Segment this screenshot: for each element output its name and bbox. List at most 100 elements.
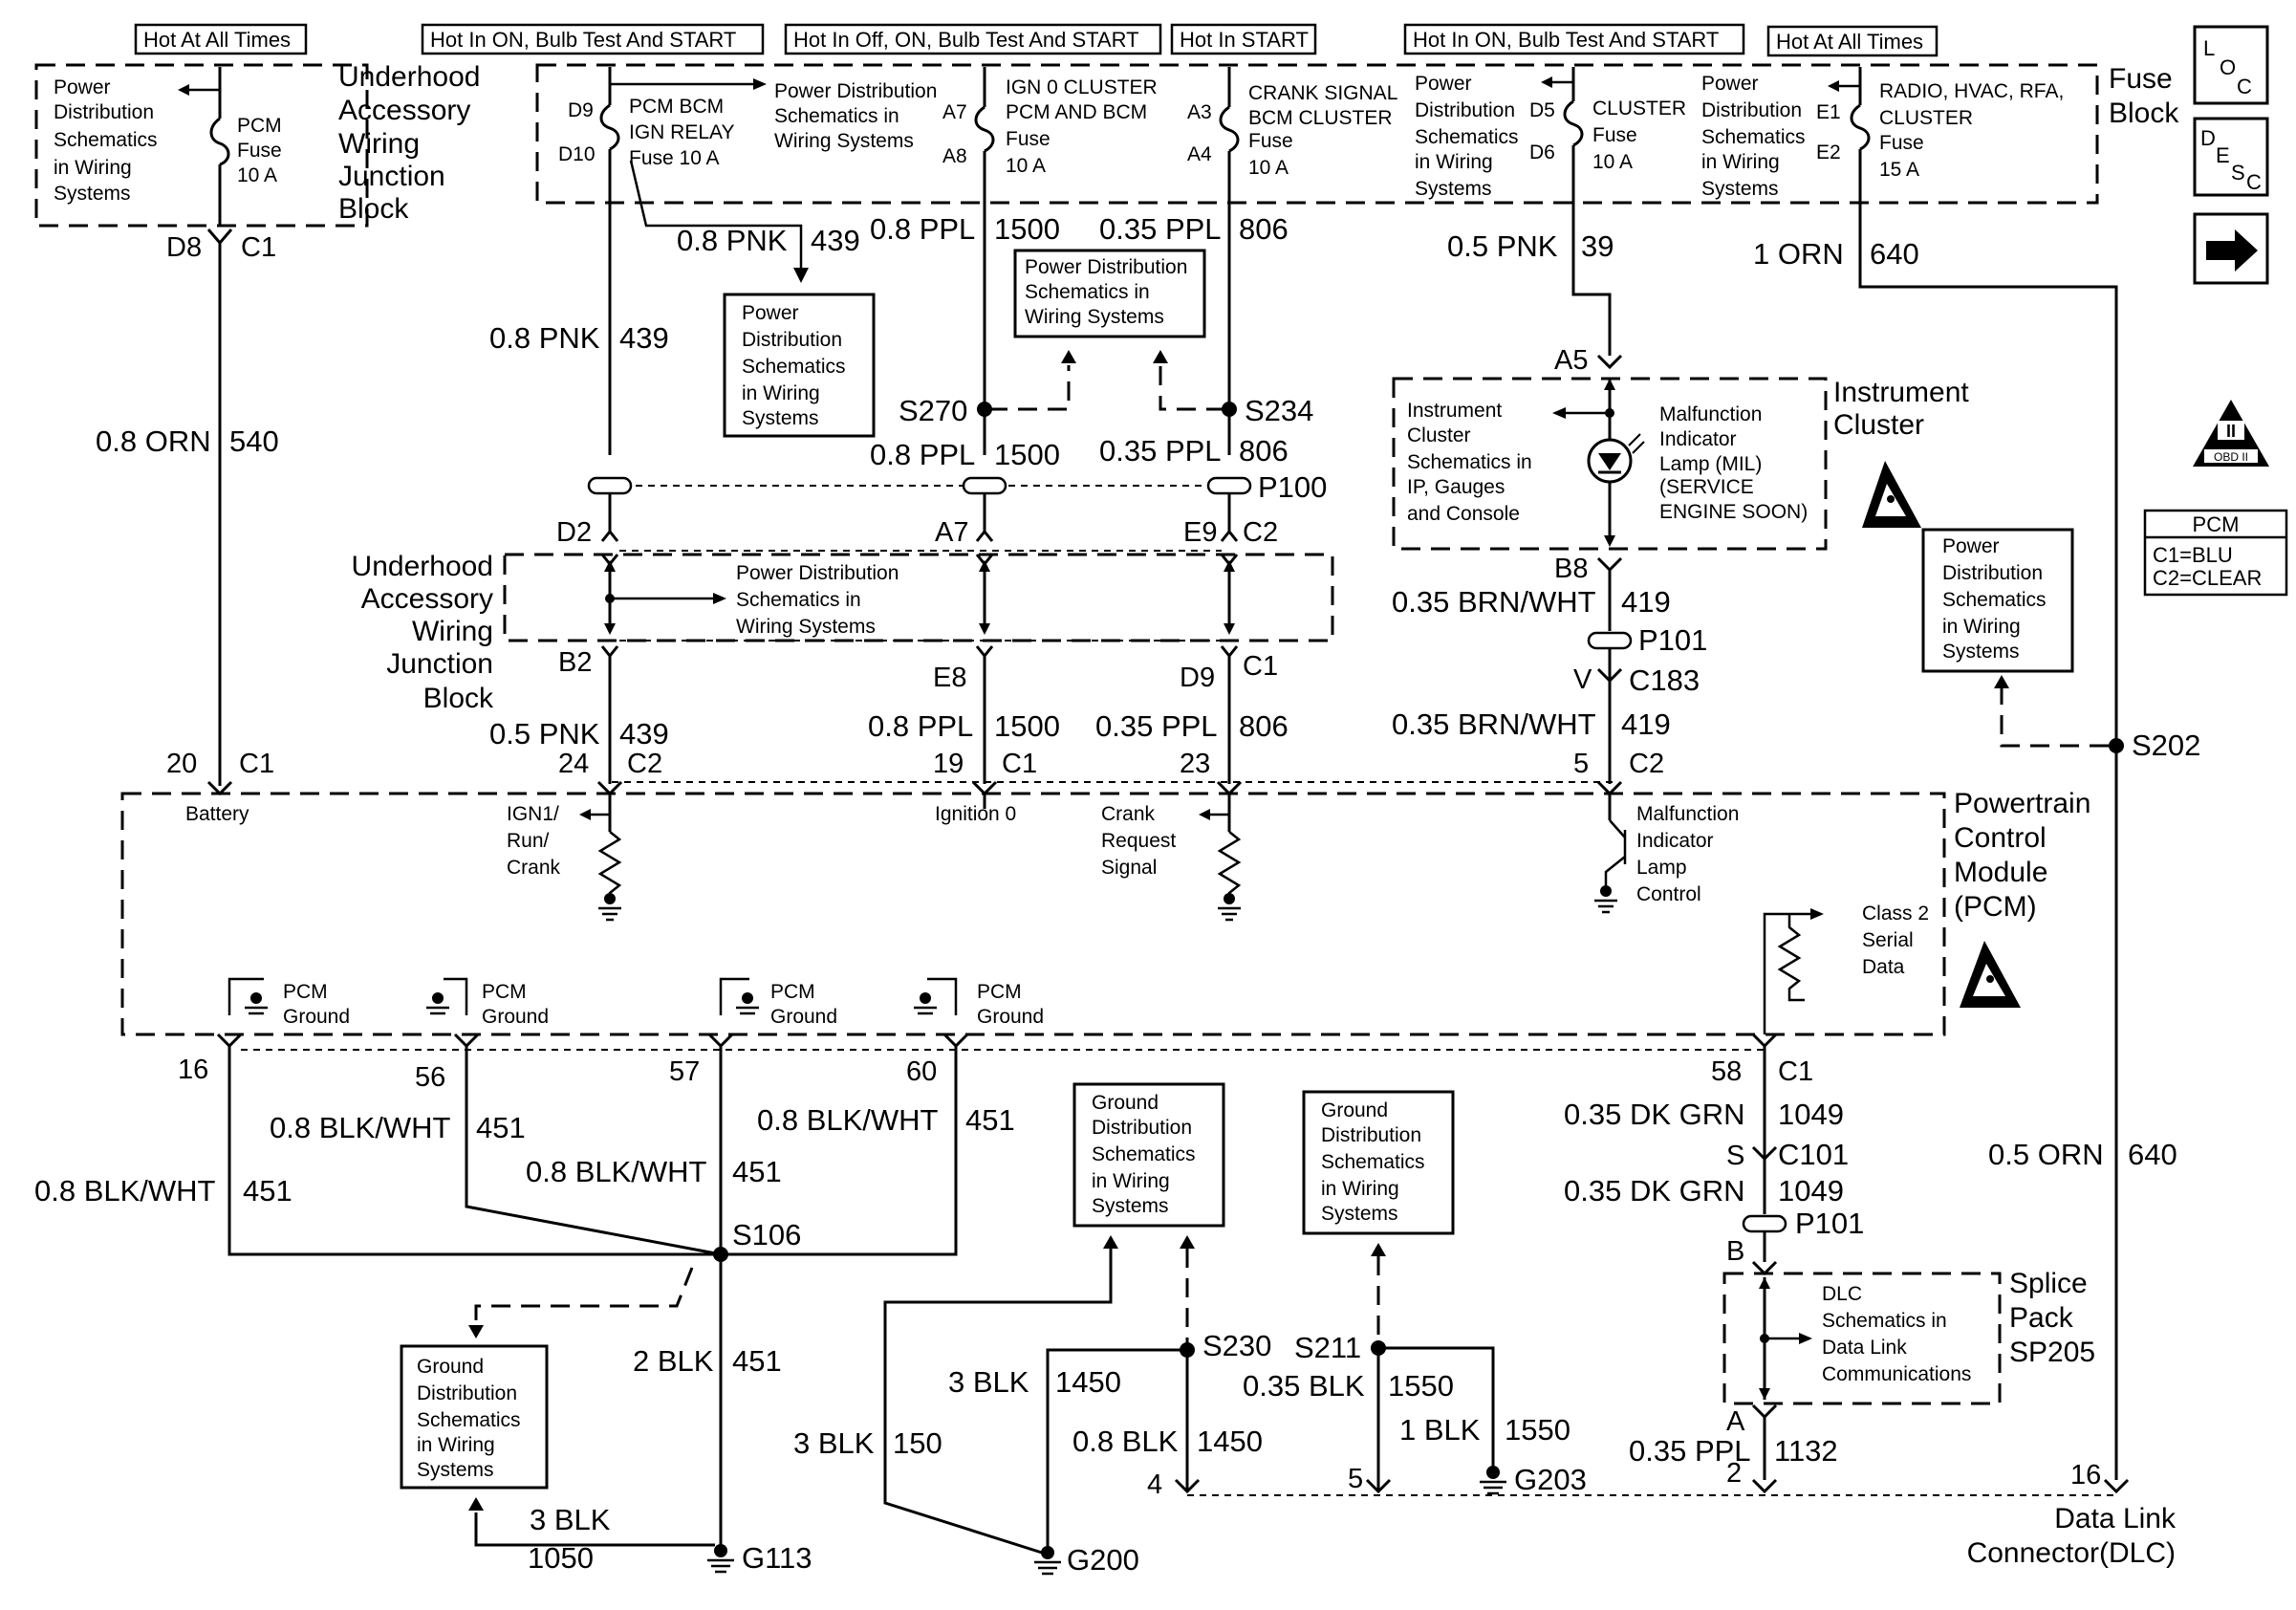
pds-ref-uajb: Power Distribution Schematics in Wiring …: [54, 76, 158, 205]
pcm-outline: [120, 792, 1946, 1036]
wire-label-dk-grn-upper: 0.35 DK GRN 1049: [1564, 1098, 1844, 1131]
svg-text:3 BLK: 3 BLK: [793, 1426, 875, 1460]
pcm-connector-legend: PCM C1=BLU C2=CLEAR: [2143, 509, 2288, 597]
svg-text:L: L: [2203, 36, 2215, 60]
svg-text:E9: E9: [1183, 517, 1217, 548]
svg-text:in Wiring: in Wiring: [1415, 151, 1493, 173]
svg-text:(SERVICE: (SERVICE: [1659, 476, 1754, 498]
svg-text:Systems: Systems: [742, 407, 819, 429]
svg-text:O: O: [2220, 55, 2236, 79]
pcm-class2-label: Class 2 Serial Data: [1862, 903, 1929, 978]
svg-text:Instrument: Instrument: [1407, 400, 1502, 422]
svg-text:1550: 1550: [1505, 1413, 1570, 1447]
wire-blk-wht-16: [227, 1046, 721, 1256]
svg-text:Schematics: Schematics: [1092, 1143, 1196, 1165]
svg-text:A4: A4: [1187, 143, 1212, 165]
svg-text:Power: Power: [1942, 535, 2000, 557]
header-hot-in-off-on-bulb-test-start: Hot In Off, ON, Bulb Test And START: [784, 23, 1162, 55]
ground-g203: G203: [1480, 1463, 1587, 1496]
svg-text:Schematics in: Schematics in: [1822, 1310, 1947, 1332]
svg-text:A7: A7: [942, 101, 967, 123]
svg-text:10 A: 10 A: [1248, 157, 1289, 179]
svg-text:Distribution: Distribution: [1321, 1124, 1421, 1146]
uajb-mid-block-outline: [503, 553, 1334, 642]
svg-text:CLUSTER: CLUSTER: [1592, 98, 1686, 120]
svg-text:D6: D6: [1529, 141, 1555, 163]
pcm-mil-control-label: Malfunction Indicator Lamp Control: [1636, 803, 1739, 905]
svg-text:PCM: PCM: [482, 981, 527, 1003]
ic-schematics-ref: Instrument Cluster Schematics in IP, Gau…: [1407, 400, 1532, 525]
svg-text:Junction: Junction: [386, 648, 493, 680]
svg-text:806: 806: [1239, 434, 1289, 468]
svg-text:0.8 ORN: 0.8 ORN: [96, 424, 211, 458]
svg-text:Ground: Ground: [417, 1356, 484, 1378]
svg-text:P100: P100: [1258, 470, 1327, 504]
svg-text:451: 451: [732, 1344, 782, 1378]
svg-text:E: E: [2216, 143, 2230, 167]
svg-text:451: 451: [965, 1103, 1015, 1137]
wire-label-blk-1050: 3 BLK 1050: [528, 1503, 611, 1575]
svg-text:D8: D8: [166, 232, 202, 263]
svg-text:Ground: Ground: [283, 1006, 350, 1028]
pcm-ground-3: PCM Ground: [719, 977, 837, 1028]
svg-text:Data Link: Data Link: [2054, 1503, 2177, 1534]
svg-text:Schematics: Schematics: [1415, 126, 1519, 148]
svg-text:Control: Control: [1636, 883, 1701, 905]
svg-text:0.8 PPL: 0.8 PPL: [870, 438, 975, 471]
svg-text:S211: S211: [1294, 1331, 1361, 1364]
connector-p101-upper: P101: [1587, 623, 1707, 657]
ground-icon-mil: [1594, 885, 1617, 914]
svg-text:10 A: 10 A: [237, 164, 277, 186]
connector-p101-lower: P101: [1742, 1207, 1864, 1240]
svg-text:640: 640: [1870, 237, 1919, 271]
svg-text:Block: Block: [338, 193, 409, 225]
svg-text:C: C: [2246, 170, 2262, 194]
svg-text:Systems: Systems: [1701, 178, 1779, 200]
esd-warning-icon-pcm: [1960, 941, 2021, 1008]
svg-text:Malfunction: Malfunction: [1659, 403, 1762, 425]
connector-p100: P100: [587, 470, 1327, 504]
next-arrow-button[interactable]: [2193, 212, 2269, 285]
wire-label-orn-640-lower: 0.5 ORN 640: [1988, 1138, 2177, 1171]
pcm-ign1-label: IGN1/ Run/ Crank: [507, 803, 561, 879]
svg-text:1500: 1500: [994, 212, 1060, 246]
svg-text:24: 24: [558, 749, 589, 779]
svg-text:0.35 BLK: 0.35 BLK: [1243, 1369, 1365, 1403]
svg-text:Schematics: Schematics: [742, 356, 846, 378]
wire-label-ppl-1500-top: 0.8 PPL 1500: [870, 212, 1060, 246]
svg-text:E1: E1: [1816, 101, 1841, 123]
svg-text:Crank: Crank: [507, 857, 561, 879]
svg-text:C2: C2: [1629, 749, 1664, 779]
svg-text:B: B: [1726, 1236, 1744, 1267]
svg-text:39: 39: [1581, 229, 1614, 263]
gds-box-3: Ground Distribution Schematics in Wiring…: [1302, 1090, 1455, 1235]
mil-label: Malfunction Indicator Lamp (MIL) (SERVIC…: [1659, 403, 1808, 523]
loc-button[interactable]: L O C: [2193, 25, 2269, 105]
svg-text:Distribution: Distribution: [417, 1382, 517, 1404]
svg-text:Schematics in: Schematics in: [736, 589, 861, 611]
svg-text:Battery: Battery: [185, 803, 249, 825]
ground-g113: G113: [707, 1541, 812, 1575]
svg-text:Run/: Run/: [507, 830, 550, 852]
svg-text:Hot In ON, Bulb Test And START: Hot In ON, Bulb Test And START: [1413, 28, 1719, 52]
svg-text:PCM BCM: PCM BCM: [629, 96, 724, 118]
svg-text:S234: S234: [1245, 394, 1313, 427]
svg-text:OBD II: OBD II: [2214, 450, 2248, 464]
svg-text:0.35 DK GRN: 0.35 DK GRN: [1564, 1174, 1745, 1208]
pcm-fuse-label: PCM Fuse 10 A: [237, 115, 282, 186]
svg-text:and Console: and Console: [1407, 503, 1520, 525]
svg-text:Schematics in: Schematics in: [774, 105, 899, 127]
svg-text:C183: C183: [1629, 664, 1700, 697]
svg-text:DLC: DLC: [1822, 1283, 1862, 1305]
svg-text:56: 56: [415, 1062, 445, 1093]
pds-ref-fuse: Power Distribution Schematics in Wiring …: [774, 80, 937, 152]
svg-text:C2: C2: [627, 749, 662, 779]
svg-text:Module: Module: [1954, 857, 2047, 888]
fuse-block-label: Fuse Block: [2109, 63, 2179, 129]
desc-button[interactable]: D E S C: [2193, 117, 2269, 197]
svg-text:S202: S202: [2132, 729, 2200, 762]
svg-text:in Wiring: in Wiring: [1092, 1170, 1170, 1192]
svg-text:1550: 1550: [1388, 1369, 1454, 1403]
pds-box-right: Power Distribution Schematics in Wiring …: [1921, 528, 2074, 673]
svg-text:0.35 PPL: 0.35 PPL: [1095, 709, 1218, 743]
